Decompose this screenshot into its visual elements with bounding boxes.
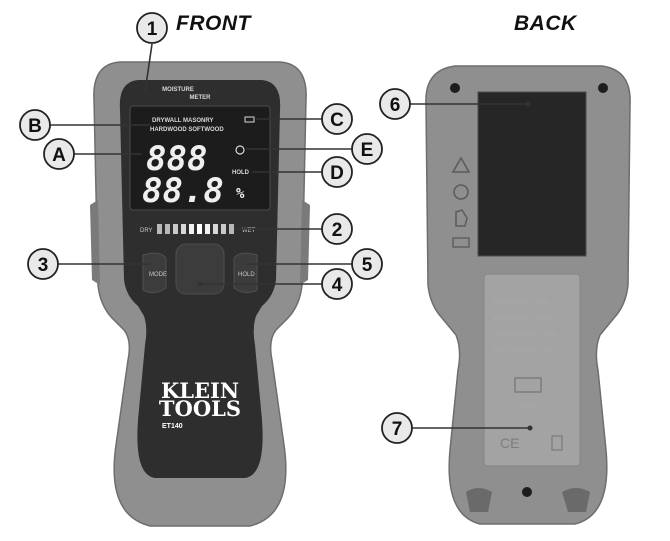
callout-3-label: 3 [38,255,49,276]
callout-5-label: 5 [362,255,373,276]
front-device: MOISTURE METER DRYWALL MASONRY HARDWOOD … [90,61,310,527]
material-modes-line1: DRYWALL MASONRY [152,118,213,124]
back-window [477,91,587,257]
callout-2: 2 [321,213,353,245]
scale-dry-label: DRY [140,228,153,234]
callout-6: 6 [379,88,411,120]
led-segment [213,224,218,234]
leader-dot-7 [527,425,533,431]
callout-d: D [321,156,353,188]
callout-d-label: D [330,163,344,184]
callout-5: 5 [351,248,383,280]
back-view-title: BACK [514,12,577,35]
callout-4: 4 [321,268,353,300]
ce-mark: CE [500,435,519,451]
battery-door [483,273,581,467]
callout-a-label: A [52,145,66,166]
led-segment [173,224,178,234]
back-spec-line: SOFTWOOD 5 - 50% [493,347,556,354]
screw-top-right [598,83,608,93]
battery-symbol-icon [514,377,542,393]
leader-lines [50,43,530,429]
mode-button-label: MODE [149,272,167,278]
material-modes-line2: HARDWOOD SOFTWOOD [150,127,224,133]
callout-6-label: 6 [390,95,401,116]
led-segment [181,224,186,234]
leader-dot-4 [197,281,203,287]
model-number: ET140 [162,423,183,430]
callout-c: C [321,103,353,135]
moisture-led-bar [157,224,234,234]
scale-wet-label: WET [242,228,256,234]
callout-c-label: C [330,110,344,131]
back-spec-line: HARDWOOD 5 - 50% [493,331,557,338]
brand-line1: KLEIN [161,378,239,403]
percent-sign: % [236,186,245,202]
callout-1-label: 1 [147,19,158,40]
led-segment [165,224,170,234]
callout-b-label: B [28,116,42,137]
leader-line-1 [144,43,153,93]
led-segment [205,224,210,234]
back-right-foot [562,488,590,512]
battery-spec: 1 X 9V [518,403,538,410]
display-header-line1: MOISTURE [162,87,194,93]
led-segment [197,224,202,234]
hand-icon [455,209,468,227]
warning-icon [451,156,471,173]
no-touch-icon [453,184,469,200]
battery-icon [244,116,255,123]
callout-7-label: 7 [392,419,403,440]
led-segment [157,224,162,234]
hold-button[interactable] [233,252,258,294]
callout-4-label: 4 [332,275,343,296]
callout-7: 7 [381,412,413,444]
display-header-line2: METER [190,95,212,101]
lcd-digits-top: 888 [146,139,207,179]
callout-e-label: E [361,140,374,161]
back-device: DRYWALL 5 - 50% MASONRY 0 - 50% HARDWOOD… [425,65,631,525]
led-segment [221,224,226,234]
screw-top-left [450,83,460,93]
back-spec-line: DRYWALL 5 - 50% [493,299,548,306]
brand-line2: TOOLS [159,396,241,421]
screw-bottom [522,487,532,497]
auto-off-icon [235,145,245,155]
leader-dot-6 [525,101,531,107]
front-view-title: FRONT [176,12,251,35]
lcd-digits-bottom: 88.8 [142,171,224,211]
back-left-foot [466,488,492,512]
callout-2-label: 2 [332,220,343,241]
callout-1: 1 [136,12,168,44]
callout-b: B [19,109,51,141]
led-segment [189,224,194,234]
led-segment [229,224,234,234]
callout-3: 3 [27,248,59,280]
callout-e: E [351,133,383,165]
recycle-icon [452,237,470,248]
back-spec-line: MASONRY 0 - 50% [493,315,550,322]
power-button[interactable] [175,243,225,295]
hold-indicator: HOLD [232,170,250,176]
lcd-display [129,105,271,211]
disposal-icon [551,435,563,451]
callout-a: A [43,138,75,170]
hold-button-label: HOLD [238,272,255,278]
mode-button[interactable] [142,252,167,294]
